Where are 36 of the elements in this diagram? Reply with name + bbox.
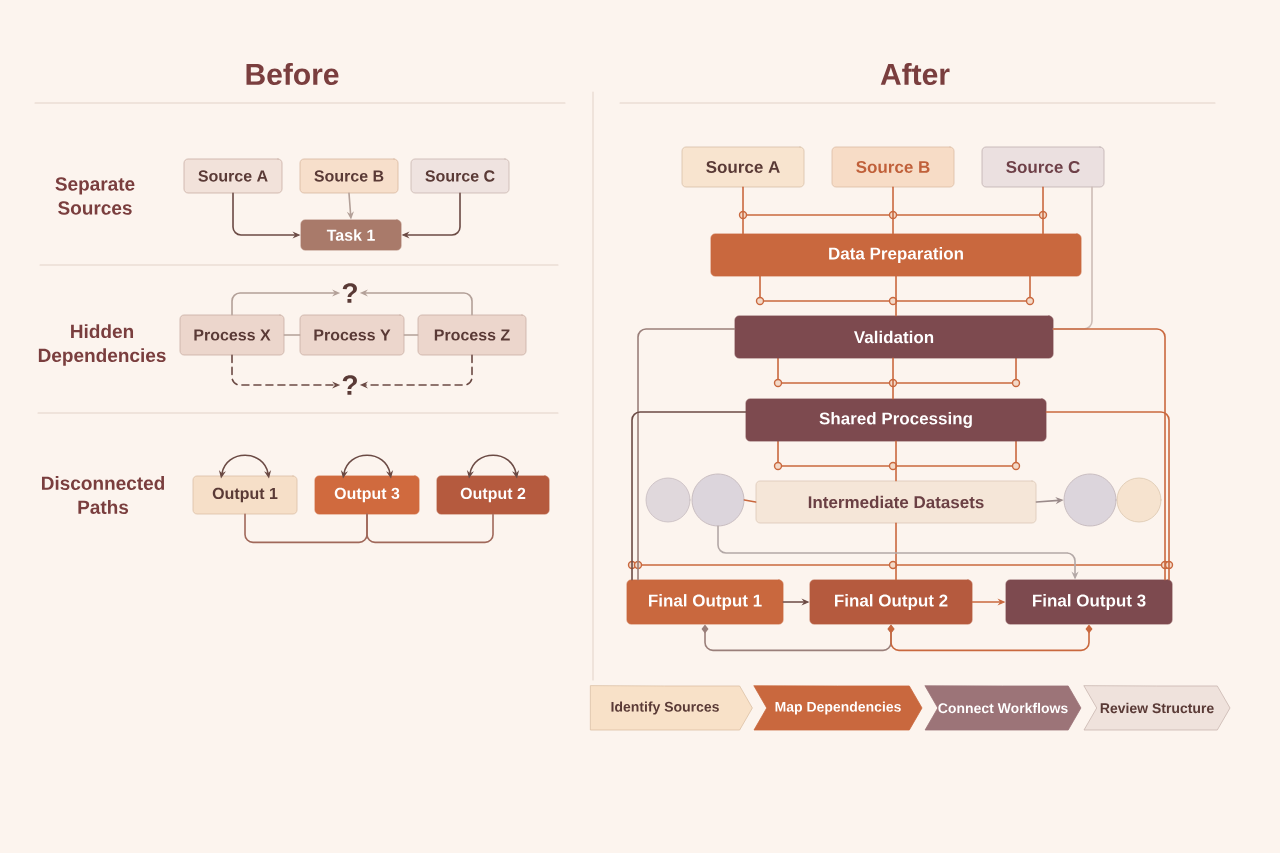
dataset-circle <box>691 473 745 527</box>
process-step: Connect Workflows <box>924 685 1082 731</box>
row-label: Disconnected Paths <box>42 476 165 514</box>
output-box: Output 1 <box>192 475 298 515</box>
dataset-circle <box>1063 473 1117 527</box>
source-box: Source C <box>981 146 1105 188</box>
process-step: Review Structure <box>1083 685 1231 731</box>
task-box: Task 1 <box>300 219 402 251</box>
heading: Before <box>246 63 339 85</box>
process-bar: Validation <box>734 315 1054 359</box>
process-box: Process Y <box>299 314 405 356</box>
source-box: Source A <box>681 146 805 188</box>
source-box: Source C <box>410 158 510 194</box>
process-step: Identify Sources <box>589 685 753 731</box>
arrow <box>887 624 1093 652</box>
dataset-box: Intermediate Datasets <box>755 480 1037 524</box>
output-box: Final Output 2 <box>809 579 973 625</box>
question-mark: ? <box>342 283 357 303</box>
source-box: Source B <box>299 158 399 194</box>
process-box: Process X <box>179 314 285 356</box>
heading: After <box>880 63 950 85</box>
question-mark: ? <box>342 375 357 395</box>
source-box: Source A <box>183 158 283 194</box>
source-box: Source B <box>831 146 955 188</box>
dataset-circle <box>645 477 691 523</box>
row-label: Separate Sources <box>55 177 135 215</box>
dataset-circle <box>1116 477 1162 523</box>
process-box: Process Z <box>417 314 527 356</box>
output-box: Final Output 3 <box>1005 579 1173 625</box>
output-box: Output 2 <box>436 475 550 515</box>
output-box: Final Output 1 <box>626 579 784 625</box>
output-box: Output 3 <box>314 475 420 515</box>
row-label: Hidden Dependencies <box>38 324 166 366</box>
process-bar: Data Preparation <box>710 233 1082 277</box>
process-bar: Shared Processing <box>745 398 1047 442</box>
process-step: Map Dependencies <box>753 685 923 731</box>
